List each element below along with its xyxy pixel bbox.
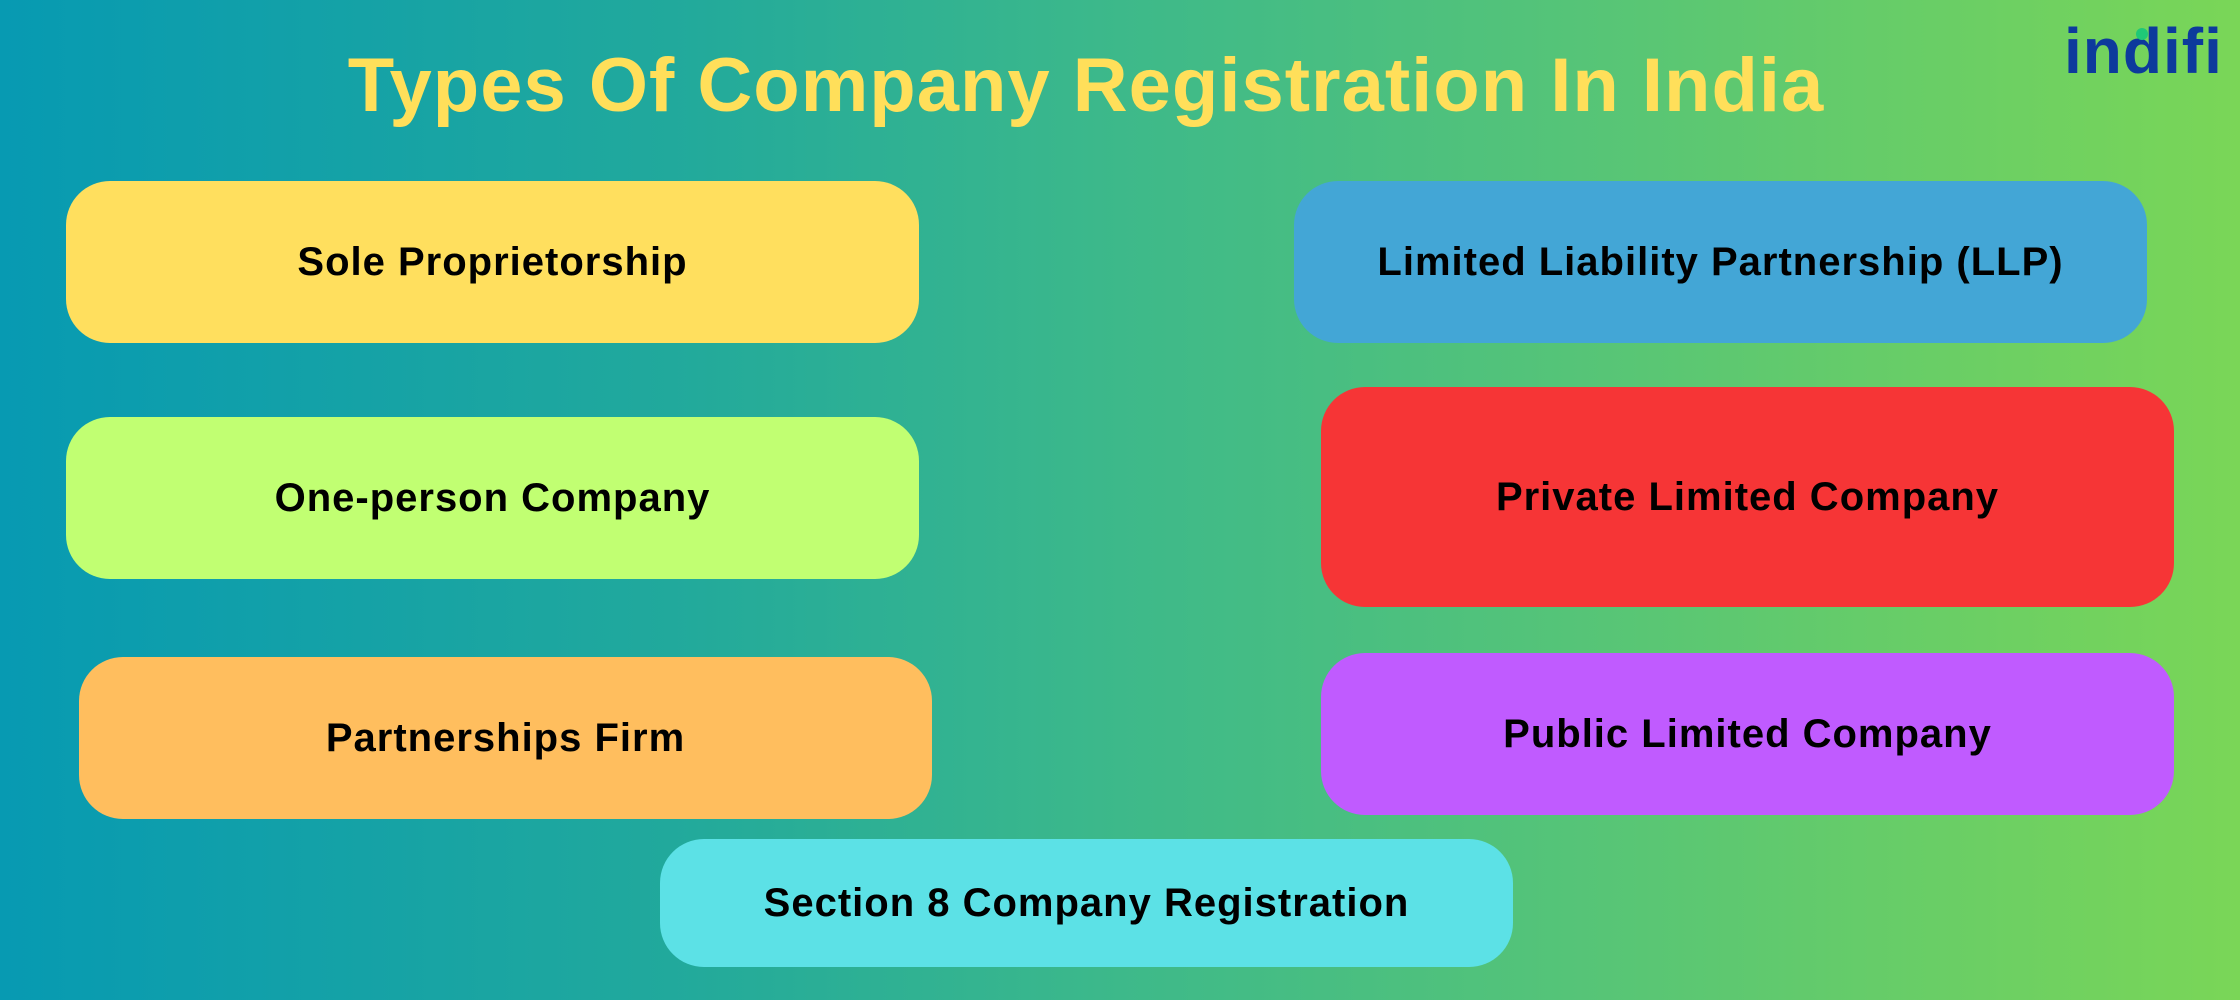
card-label: Section 8 Company Registration <box>763 880 1410 925</box>
card-label: Public Limited Company <box>1503 711 1992 756</box>
indifi-logo: indifi <box>2064 15 2223 87</box>
card-section-8-company: Section 8 Company Registration <box>660 839 1513 967</box>
card-one-person-company: One-person Company <box>66 417 919 579</box>
card-public-limited-company: Public Limited Company <box>1321 653 2174 815</box>
card-sole-proprietorship: Sole Proprietorship <box>66 181 919 343</box>
card-label: Partnerships Firm <box>325 715 686 760</box>
card-private-limited-company: Private Limited Company <box>1321 387 2174 607</box>
card-label: Sole Proprietorship <box>297 239 688 284</box>
card-partnerships-firm: Partnerships Firm <box>79 657 932 819</box>
card-label: Limited Liability Partnership (LLP) <box>1377 239 2064 284</box>
card-label: One-person Company <box>274 475 711 520</box>
card-llp: Limited Liability Partnership (LLP) <box>1294 181 2147 343</box>
card-label: Private Limited Company <box>1495 474 2000 519</box>
page-title: Types Of Company Registration In India <box>347 43 1825 128</box>
